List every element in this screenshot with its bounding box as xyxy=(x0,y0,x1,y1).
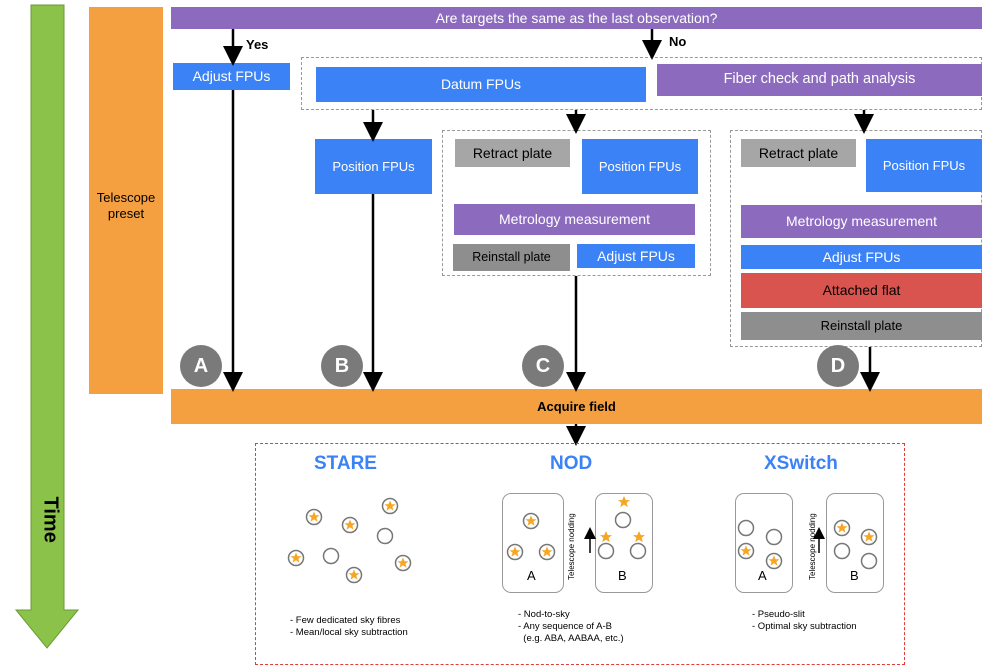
retract-plate-d: Retract plate xyxy=(741,139,856,167)
xswitch-b-fibre-star xyxy=(833,519,851,537)
nod-b-loose-star xyxy=(618,496,630,508)
metrology-c: Metrology measurement xyxy=(454,204,695,235)
xswitch-a-fibre-empty xyxy=(765,528,783,546)
position-fpus-c: Position FPUs xyxy=(582,139,698,194)
xswitch-b-fibre-empty xyxy=(833,542,851,560)
nod-b-fibre-empty xyxy=(614,511,632,529)
nod-a-fibre-star xyxy=(506,543,524,561)
nod-b-loose-star xyxy=(600,531,612,543)
stare-fibre-star xyxy=(345,566,363,584)
xswitch-notes: - Pseudo-slit - Optimal sky subtraction xyxy=(752,609,857,632)
no-label: No xyxy=(669,34,687,49)
observing-modes-box xyxy=(255,443,905,665)
nod-notes: - Nod-to-sky - Any sequence of A-B (e.g.… xyxy=(518,609,624,644)
xswitch-a-fibre-star xyxy=(765,552,783,570)
nod-a-fibre-star xyxy=(522,512,540,530)
datum-fpus: Datum FPUs xyxy=(316,67,646,102)
reinstall-plate-c: Reinstall plate xyxy=(453,244,570,271)
acquire-field-bar: Acquire field xyxy=(171,389,982,424)
stare-fibre-star xyxy=(305,508,323,526)
yes-label: Yes xyxy=(246,37,269,52)
adjust-fpus-d: Adjust FPUs xyxy=(741,245,982,269)
xswitch-a-fibre-star xyxy=(737,542,755,560)
stare-fibre-star xyxy=(381,497,399,515)
adjust-fpus-c: Adjust FPUs xyxy=(577,244,695,268)
xswitch-panel-a-label: A xyxy=(758,568,767,583)
retract-plate-c: Retract plate xyxy=(455,139,570,167)
path-b-badge: B xyxy=(321,345,363,387)
nod-panel-a-label: A xyxy=(527,568,536,583)
stare-fibre-empty xyxy=(376,527,394,545)
position-fpus-d: Position FPUs xyxy=(866,139,982,192)
nod-panel-a: A xyxy=(502,493,564,593)
stare-fibre-star xyxy=(341,516,359,534)
stare-fibre-star xyxy=(394,554,412,572)
fiber-check: Fiber check and path analysis xyxy=(657,64,982,96)
nod-b-fibre-empty xyxy=(629,542,647,560)
nod-b-fibre-empty xyxy=(597,542,615,560)
stare-notes: - Few dedicated sky fibres - Mean/local … xyxy=(290,615,408,638)
position-fpus-b: Position FPUs xyxy=(315,139,432,194)
nod-panel-b: B xyxy=(595,493,653,593)
reinstall-plate-d: Reinstall plate xyxy=(741,312,982,340)
path-a-badge: A xyxy=(180,345,222,387)
nod-title: NOD xyxy=(550,453,593,474)
adjust-fpus-a: Adjust FPUs xyxy=(173,63,290,90)
stare-fibre-empty xyxy=(322,547,340,565)
stare-fibre-star xyxy=(287,549,305,567)
path-c-badge: C xyxy=(522,345,564,387)
xswitch-b-fibre-empty xyxy=(860,552,878,570)
path-d-badge: D xyxy=(817,345,859,387)
nod-b-loose-star xyxy=(633,531,645,543)
xswitch-b-fibre-star xyxy=(860,528,878,546)
question-bar: Are targets the same as the last observa… xyxy=(171,7,982,29)
xswitch-panel-b-label: B xyxy=(850,568,859,583)
xswitch-a-fibre-empty xyxy=(737,519,755,537)
telescope-preset-bar: Telescope preset xyxy=(89,7,163,394)
attached-flat-d: Attached flat xyxy=(741,273,982,308)
metrology-d: Metrology measurement xyxy=(741,205,982,238)
xswitch-title: XSwitch xyxy=(764,453,838,474)
nod-panel-b-label: B xyxy=(618,568,627,583)
nod-a-fibre-star xyxy=(538,543,556,561)
stare-title: STARE xyxy=(314,453,377,474)
